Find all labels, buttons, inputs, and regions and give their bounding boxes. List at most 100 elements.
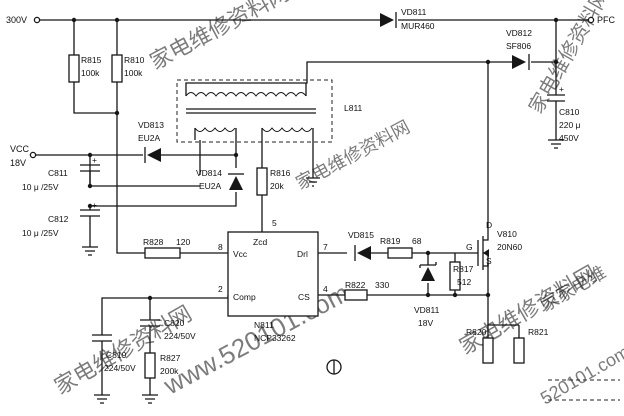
diode-vd814: [229, 176, 243, 190]
capacitor-c819: [92, 334, 112, 342]
label-r819: R819: [380, 236, 401, 246]
value-r819: 68: [412, 236, 422, 246]
wire-vcc: [36, 140, 201, 187]
label-c811: C811: [48, 168, 68, 178]
value-r817: 512: [457, 277, 471, 287]
value-vd812: SF806: [506, 41, 531, 51]
border-fragment: [548, 379, 620, 401]
label-r822: R822: [345, 280, 366, 290]
label-r827: R827: [160, 353, 181, 363]
pin-vcc: Vcc: [233, 249, 248, 259]
label-c819: C819: [106, 350, 127, 360]
svg-text:+: +: [92, 200, 97, 210]
pin-number-7: 7: [323, 242, 328, 252]
value-r816: 20k: [270, 181, 284, 191]
diode-vd813: [147, 148, 161, 162]
label-c812: C812: [48, 214, 69, 224]
pin-comp: Comp: [233, 292, 256, 302]
mosfet-pin-s: S: [486, 256, 492, 266]
value-c811: 10 μ /25V: [22, 182, 59, 192]
value-r828: 120: [176, 237, 190, 247]
label-v810: V810: [497, 229, 517, 239]
resistor-r828: [144, 247, 181, 259]
wire-comp: [101, 295, 229, 395]
wire-r815-r810: [73, 20, 118, 114]
label-vcc: VCC: [10, 144, 30, 154]
ground-symbols: [82, 139, 564, 404]
label-vd814: VD814: [196, 168, 222, 178]
label-vd815: VD815: [348, 230, 374, 240]
terminal-vcc: [29, 151, 37, 159]
value-c810: 220 μ: [559, 120, 581, 130]
watermark-text: 520101.com: [537, 342, 624, 409]
label-vd811: VD811: [401, 7, 427, 17]
wire-zener: [427, 253, 456, 295]
diode-vd811: [380, 13, 394, 27]
transformer-l811: [185, 83, 316, 132]
label-l811: L811: [344, 103, 363, 113]
mosfet-pin-g: G: [466, 242, 473, 252]
wire-l811-primary: [185, 20, 557, 140]
resistor-r827: [144, 352, 156, 379]
label-vd813: VD813: [138, 120, 164, 130]
value-zener-vd811: 18V: [418, 318, 433, 328]
mosfet-pin-d: D: [486, 220, 492, 230]
pin-cs: CS: [298, 292, 310, 302]
resistor-r821: [513, 337, 525, 364]
value-c820: 224/50V: [164, 331, 196, 341]
wires: [36, 19, 588, 395]
ic-part: NCP33262: [254, 333, 296, 343]
svg-text:+: +: [92, 155, 97, 165]
label-r815: R815: [81, 55, 102, 65]
label-r820: R820: [466, 327, 487, 337]
label-vd812: VD812: [506, 28, 532, 38]
svg-text:+: +: [559, 84, 564, 94]
ic-ref: N811: [254, 320, 274, 330]
value-r810: 100k: [124, 68, 143, 78]
value-v810: 20N60: [497, 242, 522, 252]
resistor-r810: [111, 54, 123, 83]
wire-secondary-right: [261, 128, 314, 232]
pin-zcd: Zcd: [253, 237, 267, 247]
label-r821: R821: [528, 327, 549, 337]
pin-number-4: 4: [323, 284, 328, 294]
value-vd811: MUR460: [401, 21, 435, 31]
value-r815: 100k: [81, 68, 100, 78]
value-c819: 224/50V: [104, 363, 136, 373]
pin-drl: Drl: [297, 249, 308, 259]
resistor-r820: [482, 337, 494, 364]
ic-n811: [227, 231, 319, 317]
mosfet-v810: [470, 230, 489, 270]
resistor-r815: [68, 54, 80, 83]
label-c810: C810: [559, 107, 580, 117]
label-r817: R817: [453, 264, 474, 274]
value-r827: 200k: [160, 366, 179, 376]
pin-number-8: 8: [218, 242, 223, 252]
resistor-r822: [344, 289, 368, 301]
label-c820: C820: [164, 318, 185, 328]
terminal-pfc: [587, 16, 595, 24]
terminal-300v: [33, 16, 41, 24]
label-18v: 18V: [10, 158, 26, 168]
label-r816: R816: [270, 168, 291, 178]
value-vd813: EU2A: [138, 133, 161, 143]
pin-number-2: 2: [218, 284, 223, 294]
junctions: [71, 17, 559, 301]
label-300v: 300V: [6, 15, 27, 25]
diode-vd815: [357, 246, 371, 260]
label-r810: R810: [124, 55, 145, 65]
value-c812: 10 μ /25V: [22, 228, 59, 238]
label-r828: R828: [143, 237, 164, 247]
wire-r815-r810-to-r828: [116, 113, 145, 254]
resistor-r817: [449, 261, 461, 291]
pin-number-5: 5: [272, 218, 277, 228]
resistor-r816: [256, 167, 268, 196]
label-zener-vd811: VD811: [414, 305, 440, 315]
watermark-text: 家电维修资料网: [146, 0, 294, 74]
transformer-l811-outline: [176, 79, 333, 143]
voltage-c810: 450V: [559, 133, 579, 143]
resistor-r819: [387, 247, 413, 259]
diode-vd812: [512, 55, 526, 69]
value-r822: 330: [375, 280, 389, 290]
